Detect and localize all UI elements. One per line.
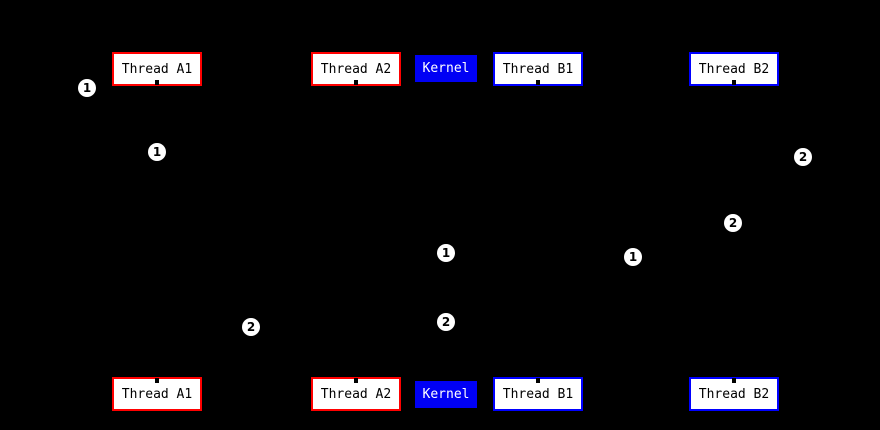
lifeline-stub [155,378,159,383]
message-number-badge: 1 [78,79,96,97]
participant-label: Kernel [422,387,470,402]
participant-box-thread-a1-bottom: Thread A1 [112,377,202,411]
message-number-badge: 2 [242,318,260,336]
lifeline-stub [732,378,736,383]
participant-label: Thread B2 [698,61,770,77]
participant-box-thread-a2-top: Thread A2 [311,52,401,86]
participant-label: Kernel [422,61,470,76]
participant-box-thread-b2-top: Thread B2 [689,52,779,86]
participant-box-kernel-top: Kernel [415,55,477,82]
lifeline-stub [732,80,736,85]
message-number-badge: 2 [437,313,455,331]
message-number-badge: 1 [437,244,455,262]
participant-box-thread-a2-bottom: Thread A2 [311,377,401,411]
participant-label: Thread A2 [320,61,392,77]
participant-label: Thread B1 [502,386,574,402]
participant-box-thread-b1-bottom: Thread B1 [493,377,583,411]
message-number-badge: 2 [794,148,812,166]
lifeline-stub [354,80,358,85]
participant-box-thread-b2-bottom: Thread B2 [689,377,779,411]
lifeline-stub [536,378,540,383]
participant-label: Thread A2 [320,386,392,402]
participant-label: Thread A1 [121,386,193,402]
participant-label: Thread B2 [698,386,770,402]
participant-label: Thread A1 [121,61,193,77]
participant-box-thread-b1-top: Thread B1 [493,52,583,86]
participant-box-thread-a1-top: Thread A1 [112,52,202,86]
participant-box-kernel-bottom: Kernel [415,381,477,408]
lifeline-stub [155,80,159,85]
lifeline-stub [536,80,540,85]
message-number-badge: 2 [724,214,742,232]
participant-label: Thread B1 [502,61,574,77]
message-number-badge: 1 [624,248,642,266]
lifeline-stub [354,378,358,383]
message-number-badge: 1 [148,143,166,161]
